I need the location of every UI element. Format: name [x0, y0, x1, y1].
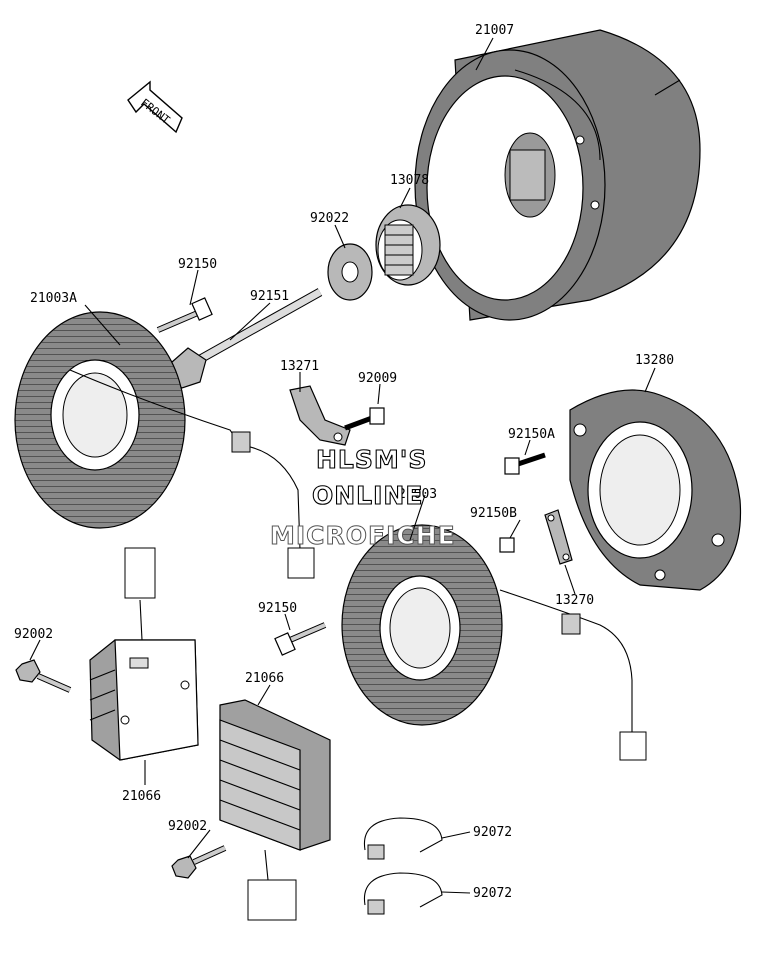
part-label-21066-right: 21066	[245, 671, 284, 686]
front-arrow-icon: FRONT	[127, 80, 183, 134]
part-label-92002-bottom: 92002	[168, 819, 207, 834]
watermark-line-1: HLSM'S	[316, 445, 427, 474]
regulator-right-part	[219, 699, 331, 921]
flywheel-part	[414, 29, 701, 321]
clamp-plate-part	[544, 509, 573, 565]
bolt-top-part	[156, 297, 213, 333]
bolt-left-part	[15, 659, 72, 693]
band-2-part	[363, 872, 443, 915]
leader-lines	[29, 37, 656, 894]
stator-center-part	[341, 524, 647, 761]
watermark-line-3: MICROFICHE	[270, 521, 456, 550]
plate-bracket-part	[289, 385, 351, 446]
cover-part	[569, 389, 742, 591]
starter-gear-part	[375, 204, 441, 286]
part-label-21003: 21003	[398, 487, 437, 502]
watermark-line-2: ONLINE	[312, 481, 423, 510]
part-label-13078: 13078	[390, 173, 429, 188]
part-label-21007: 21007	[475, 23, 514, 38]
part-label-92002: 92002	[14, 627, 53, 642]
bolt-a-part	[504, 452, 546, 475]
part-label-92022: 92022	[310, 211, 349, 226]
part-label-92072-second: 92072	[473, 886, 512, 901]
part-label-92150b: 92150B	[470, 506, 517, 521]
bolt-bottom-part	[171, 845, 227, 879]
bolt-mid-part	[274, 622, 327, 656]
bolt-b-part	[499, 537, 515, 553]
part-label-13271: 13271	[280, 359, 319, 374]
band-1-part	[363, 817, 443, 860]
part-label-92150-mid: 92150	[258, 601, 297, 616]
stator-left-part	[14, 311, 315, 579]
part-label-13270: 13270	[555, 593, 594, 608]
washer-part	[327, 243, 373, 301]
part-label-92150a: 92150A	[508, 427, 555, 442]
part-label-21066: 21066	[122, 789, 161, 804]
regulator-left-part	[89, 547, 199, 761]
part-label-92150: 92150	[178, 257, 217, 272]
part-label-13280: 13280	[635, 353, 674, 368]
small-bolt-part	[344, 407, 385, 431]
part-label-92072: 92072	[473, 825, 512, 840]
part-label-92151: 92151	[250, 289, 289, 304]
part-label-21003a: 21003A	[30, 291, 77, 306]
part-label-92009: 92009	[358, 371, 397, 386]
